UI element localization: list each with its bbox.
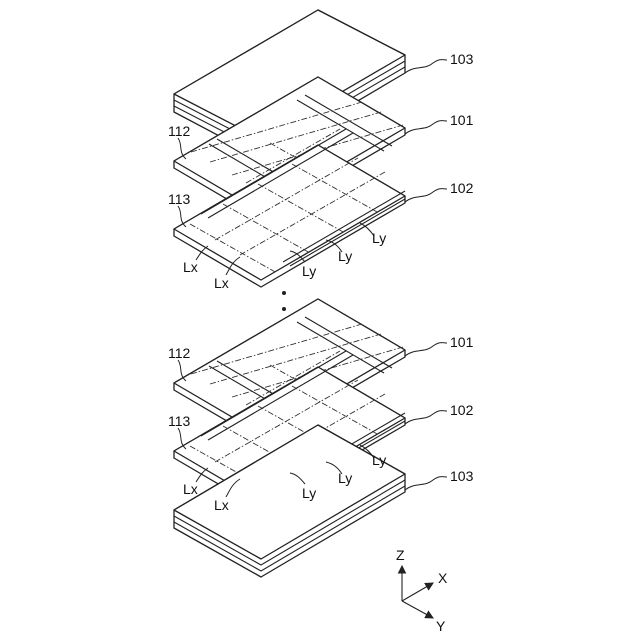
label-lx-lower-2: Lx — [214, 497, 229, 513]
label-103-bottom: 103 — [450, 468, 474, 484]
label-ly-lower-2: Ly — [338, 470, 352, 486]
label-ly-upper-3: Ly — [372, 230, 386, 246]
label-101-lower: 101 — [450, 334, 474, 350]
y-axis-arrow — [402, 601, 433, 618]
label-ly-upper-2: Ly — [338, 248, 352, 264]
label-lx-upper-1: Lx — [183, 259, 198, 275]
label-ly-lower-3: Ly — [372, 452, 386, 468]
label-lx-lower-1: Lx — [183, 481, 198, 497]
label-112-upper: 112 — [168, 123, 191, 139]
x-axis-arrow — [402, 583, 433, 601]
label-ly-lower-1: Ly — [302, 485, 316, 501]
label-102-lower: 102 — [450, 402, 474, 418]
axis-z-label: Z — [396, 547, 405, 563]
label-ly-upper-1: Ly — [302, 263, 316, 279]
label-103-top: 103 — [450, 51, 474, 67]
label-lx-upper-2: Lx — [214, 275, 229, 291]
label-101-upper: 101 — [450, 112, 474, 128]
axis-x-label: X — [438, 570, 448, 586]
label-112-lower: 112 — [168, 345, 191, 361]
label-113-lower: 113 — [168, 413, 191, 429]
label-113-upper: 113 — [168, 191, 191, 207]
axes-indicator: Z X Y — [396, 547, 448, 634]
axis-y-label: Y — [436, 618, 446, 634]
label-102-upper: 102 — [450, 180, 474, 196]
